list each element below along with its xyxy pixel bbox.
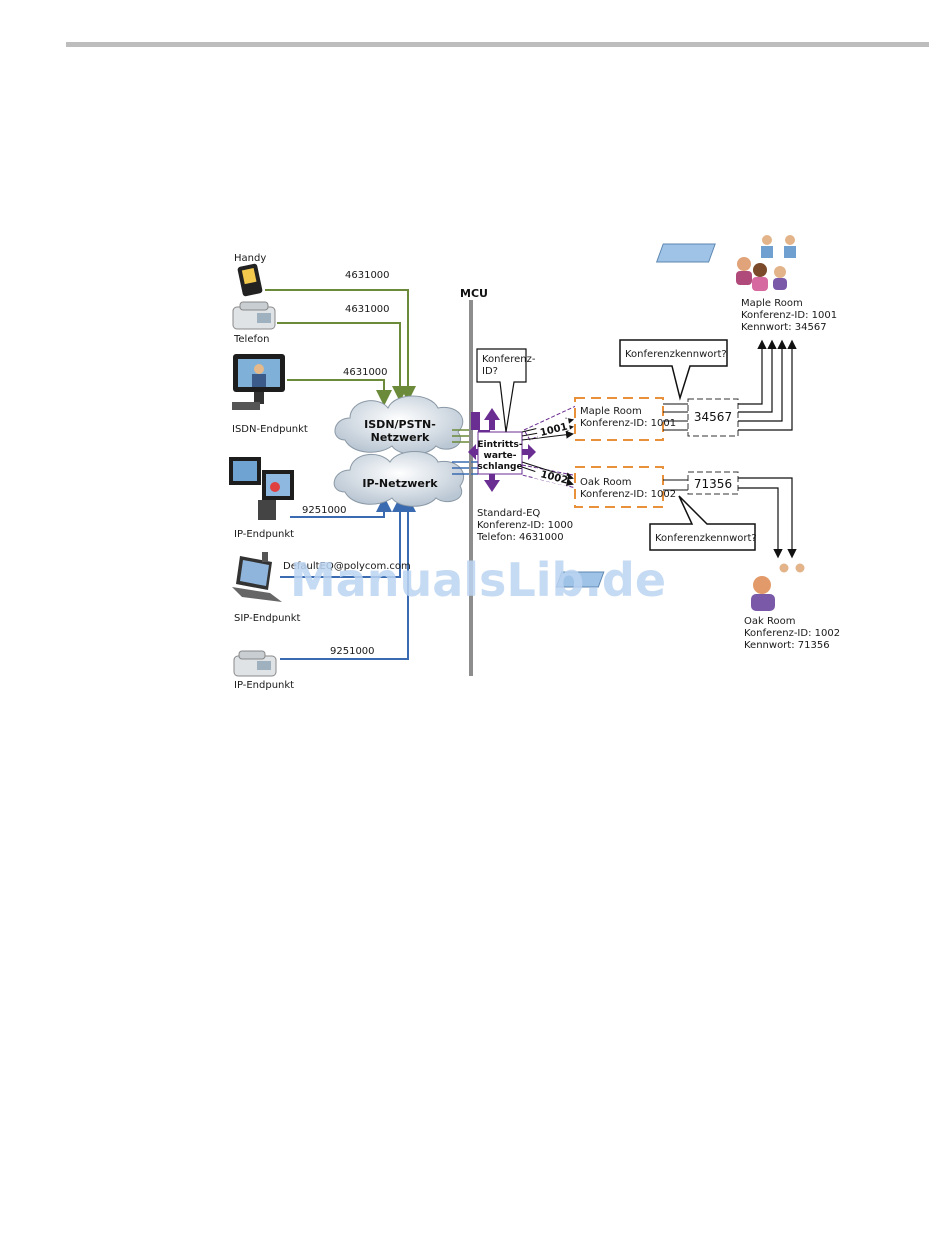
- ip-network-cloud: IP-Netzwerk: [334, 452, 463, 507]
- bubble-line2: ID?: [482, 366, 498, 377]
- mcu-label: MCU: [460, 287, 488, 300]
- isdn-pstn-cloud: ISDN/PSTN- Netzwerk: [335, 396, 463, 454]
- maple-room-box: Maple Room Konferenz-ID: 1001: [575, 398, 676, 440]
- label-isdn-endpunkt: ISDN-Endpunkt: [232, 424, 308, 435]
- bubble-line1: Konferenz-: [482, 354, 536, 365]
- oak-room-box: Oak Room Konferenz-ID: 1002: [575, 467, 676, 507]
- isdn-cloud-line2: Netzwerk: [371, 431, 430, 444]
- maple-info-1: Maple Room: [741, 298, 803, 309]
- queue-info-1: Standard-EQ: [477, 508, 540, 519]
- route-1002: 1002: [522, 462, 578, 488]
- oak-box-line2: Konferenz-ID: 1002: [580, 489, 676, 500]
- ip-cloud-label: IP-Netzwerk: [362, 477, 438, 490]
- label-sip-endpunkt: SIP-Endpunkt: [234, 613, 301, 624]
- password-question-top: Konferenzkennwort?: [625, 349, 727, 360]
- maple-box-line1: Maple Room: [580, 406, 642, 417]
- label-handy: Handy: [234, 253, 266, 264]
- queue-line2: warte-: [484, 451, 517, 461]
- number-isdn: 4631000: [343, 367, 388, 378]
- laptop-icon: [232, 552, 282, 602]
- number-telefon: 4631000: [345, 304, 390, 315]
- oak-box-line1: Oak Room: [580, 477, 631, 488]
- maple-info-2: Konferenz-ID: 1001: [741, 310, 837, 321]
- number-ip1: 9251000: [302, 505, 347, 516]
- maple-password: 34567: [694, 410, 732, 424]
- queue-line1: Eintritts-: [477, 440, 522, 450]
- oak-info-1: Oak Room: [744, 616, 795, 627]
- cloud-mcu-links: [452, 430, 470, 474]
- password-bubble-bottom: Konferenzkennwort?: [650, 496, 757, 550]
- label-ip-endpunkt-2: IP-Endpunkt: [234, 680, 294, 691]
- oak-info-3: Kennwort: 71356: [744, 640, 830, 651]
- isdn-cloud-line1: ISDN/PSTN-: [364, 418, 436, 431]
- watermark: ManualsLib.de: [290, 553, 666, 607]
- ip-phone-icon: [234, 651, 276, 676]
- maple-password-box: 34567: [688, 399, 738, 436]
- password-question-bottom: Konferenzkennwort?: [655, 533, 757, 544]
- number-handy: 4631000: [345, 270, 390, 281]
- oak-password-box: 71356: [688, 472, 738, 494]
- password-bubble-top: Konferenzkennwort?: [620, 340, 727, 398]
- queue-info-2: Konferenz-ID: 1000: [477, 520, 573, 531]
- video-endpoint-icon: [232, 354, 285, 410]
- desk-phone-icon: [233, 302, 275, 329]
- maple-info-3: Kennwort: 34567: [741, 322, 827, 333]
- oak-password: 71356: [694, 477, 732, 491]
- maple-box-line2: Konferenz-ID: 1001: [580, 418, 676, 429]
- queue-line3: schlange: [477, 462, 522, 472]
- dual-screen-endpoint-icon: [229, 457, 294, 520]
- maple-arrows: [738, 342, 792, 430]
- label-ip-endpunkt-1: IP-Endpunkt: [234, 529, 294, 540]
- mobile-phone-icon: [237, 263, 263, 297]
- meeting-room-icon-maple: [657, 235, 796, 291]
- queue-info-3: Telefon: 4631000: [476, 532, 564, 543]
- route-1001: 1001: [522, 405, 580, 440]
- number-ip2: 9251000: [330, 646, 375, 657]
- oak-info-2: Konferenz-ID: 1002: [744, 628, 840, 639]
- label-telefon: Telefon: [233, 334, 269, 345]
- route-1002-label: 1002: [539, 469, 569, 486]
